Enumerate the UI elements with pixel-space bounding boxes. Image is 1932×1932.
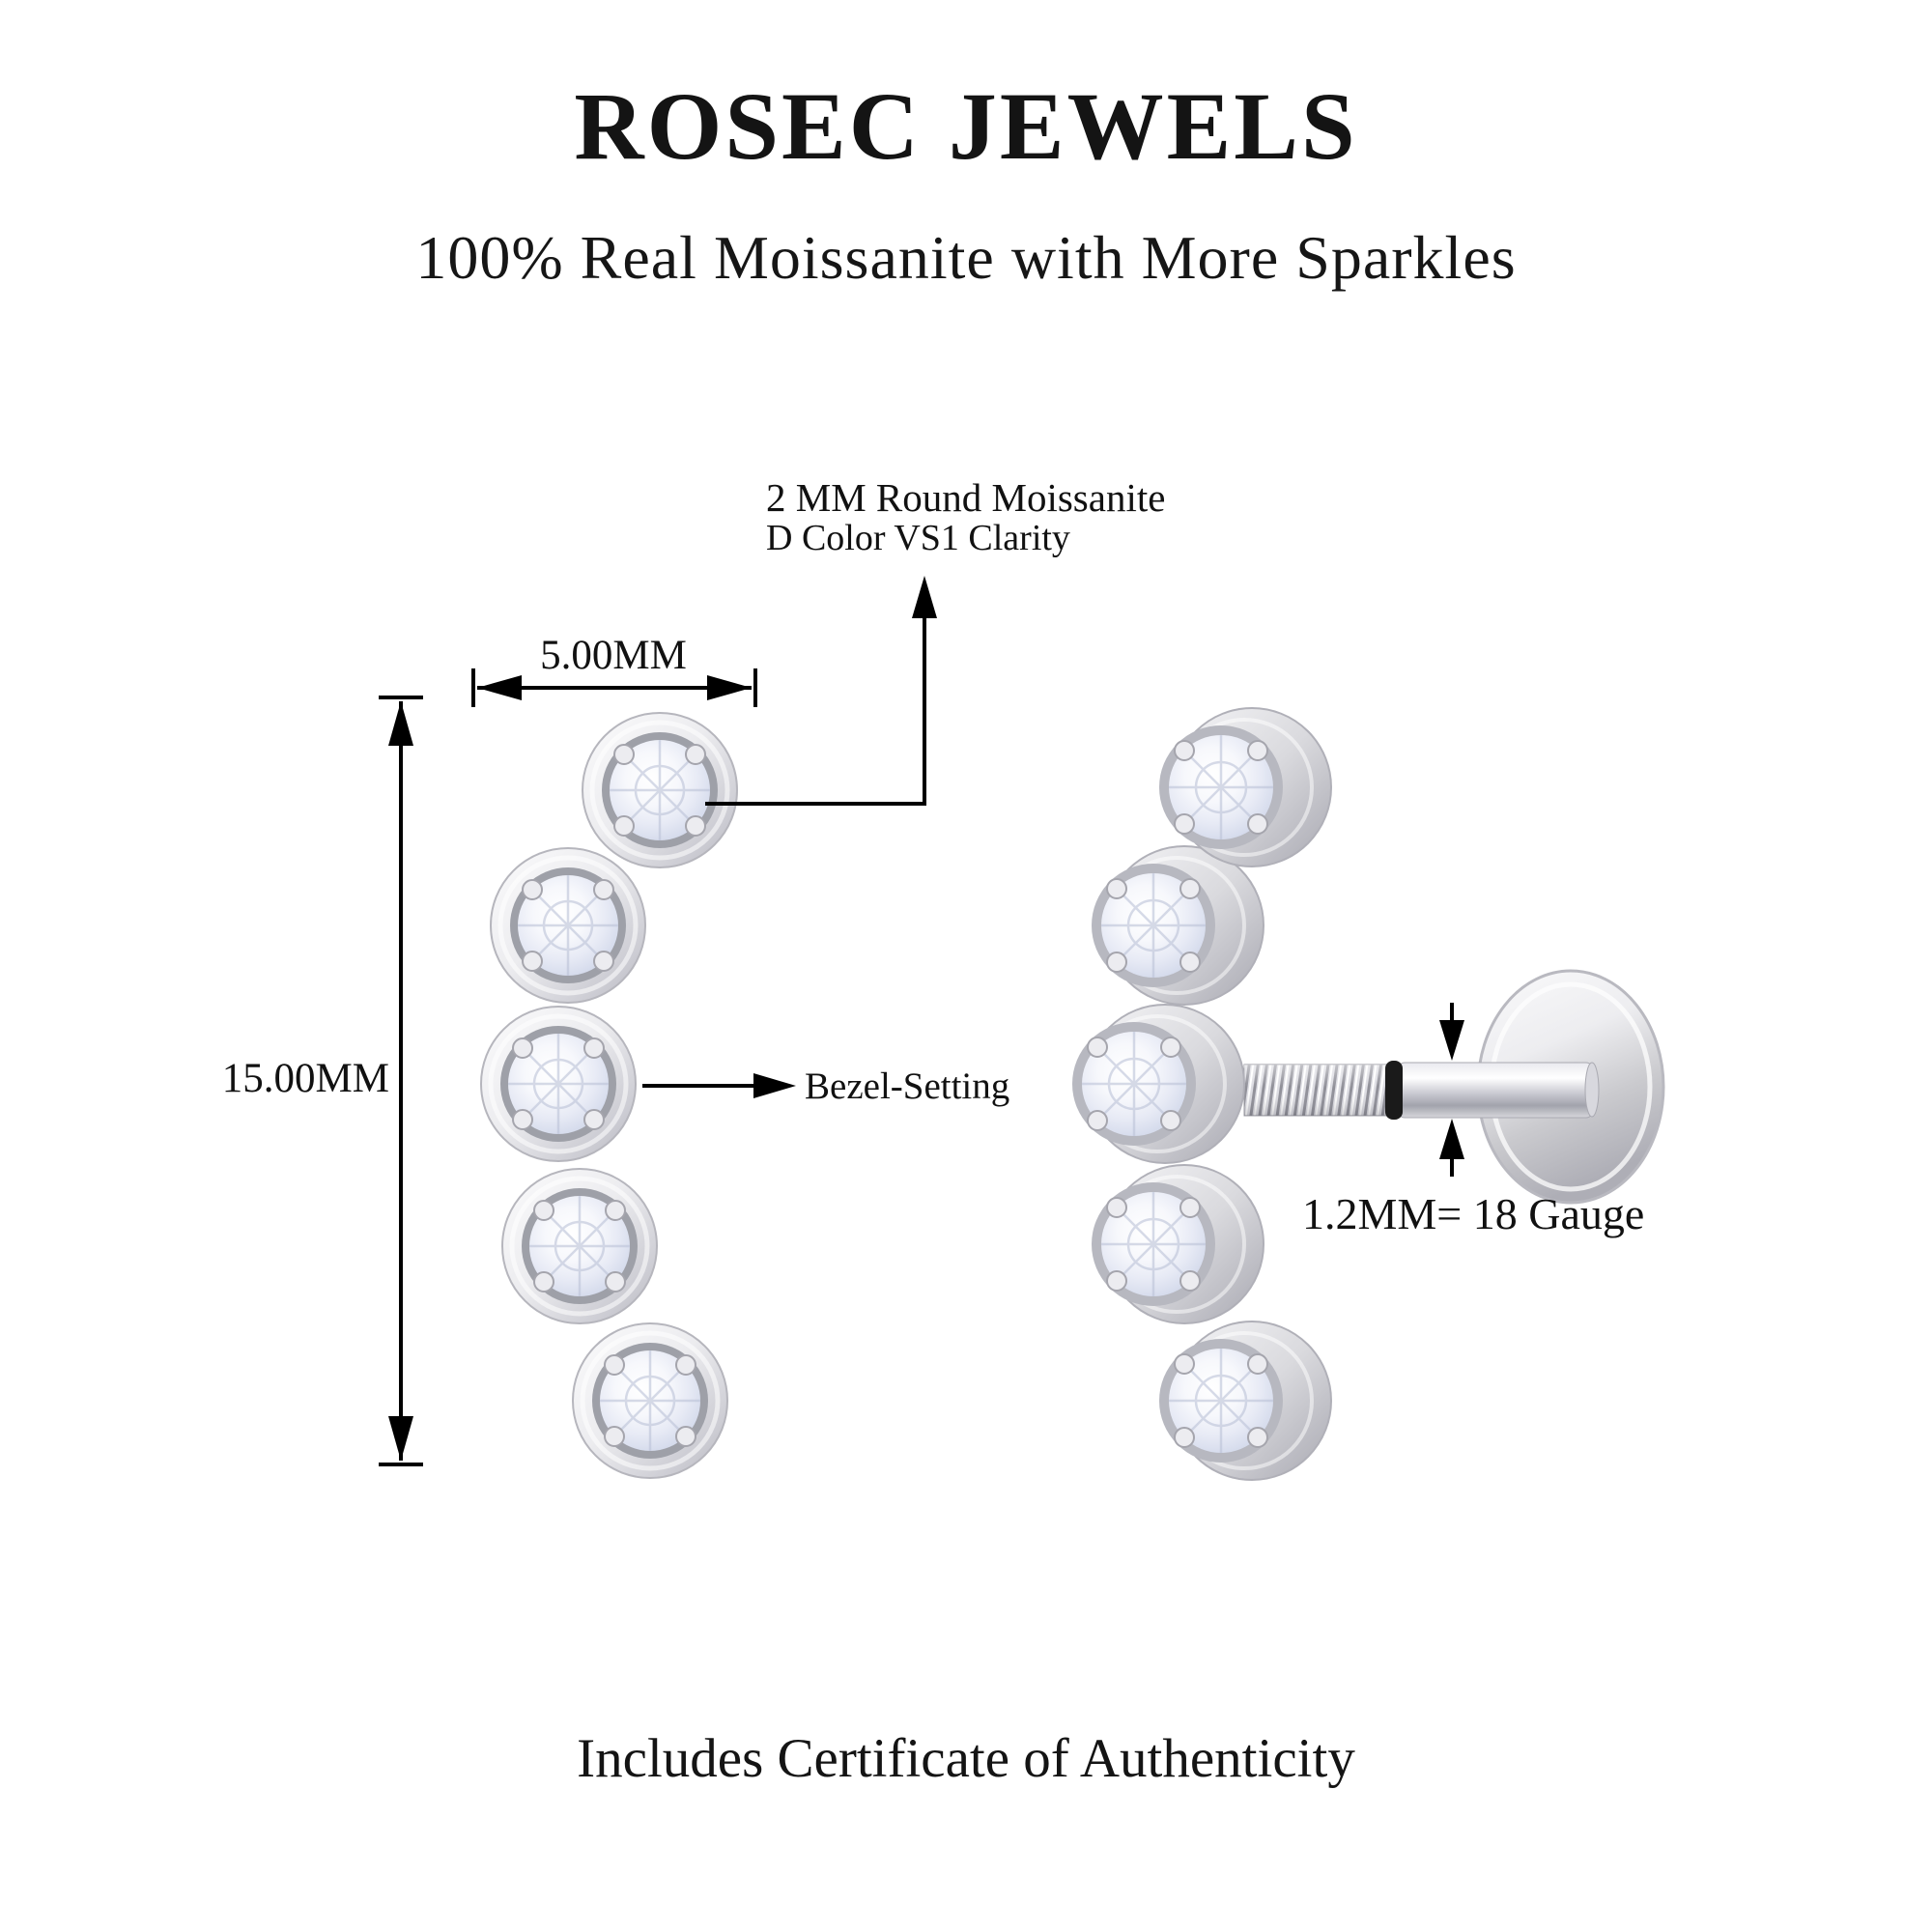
- threaded-post: [1243, 1064, 1388, 1117]
- stone-annotation-line1: 2 MM Round Moissanite: [766, 475, 1166, 520]
- certificate-note: Includes Certificate of Authenticity: [577, 1728, 1355, 1789]
- width-dimension-arrow: [471, 668, 757, 707]
- o-ring: [1385, 1061, 1403, 1120]
- front-view-earring: [481, 713, 737, 1478]
- gauge-arrows: [1439, 1003, 1464, 1177]
- side-view-earring: [1070, 706, 1665, 1482]
- bezel-leader-arrow: [642, 1073, 796, 1098]
- brand-title: ROSEC JEWELS: [574, 72, 1358, 180]
- stone-leader-arrow: [705, 576, 937, 806]
- stone-annotation-line2: D Color VS1 Clarity: [766, 518, 1070, 558]
- height-dimension-arrow: [379, 696, 423, 1466]
- post-rod: [1398, 1062, 1600, 1119]
- tagline: 100% Real Moissanite with More Sparkles: [415, 223, 1517, 292]
- height-dimension-label: 15.00MM: [221, 1056, 389, 1101]
- width-dimension-label: 5.00MM: [540, 633, 687, 678]
- bezel-setting-label: Bezel-Setting: [805, 1065, 1010, 1107]
- gauge-label: 1.2MM= 18 Gauge: [1302, 1189, 1645, 1238]
- dimension-lines: [379, 576, 1464, 1466]
